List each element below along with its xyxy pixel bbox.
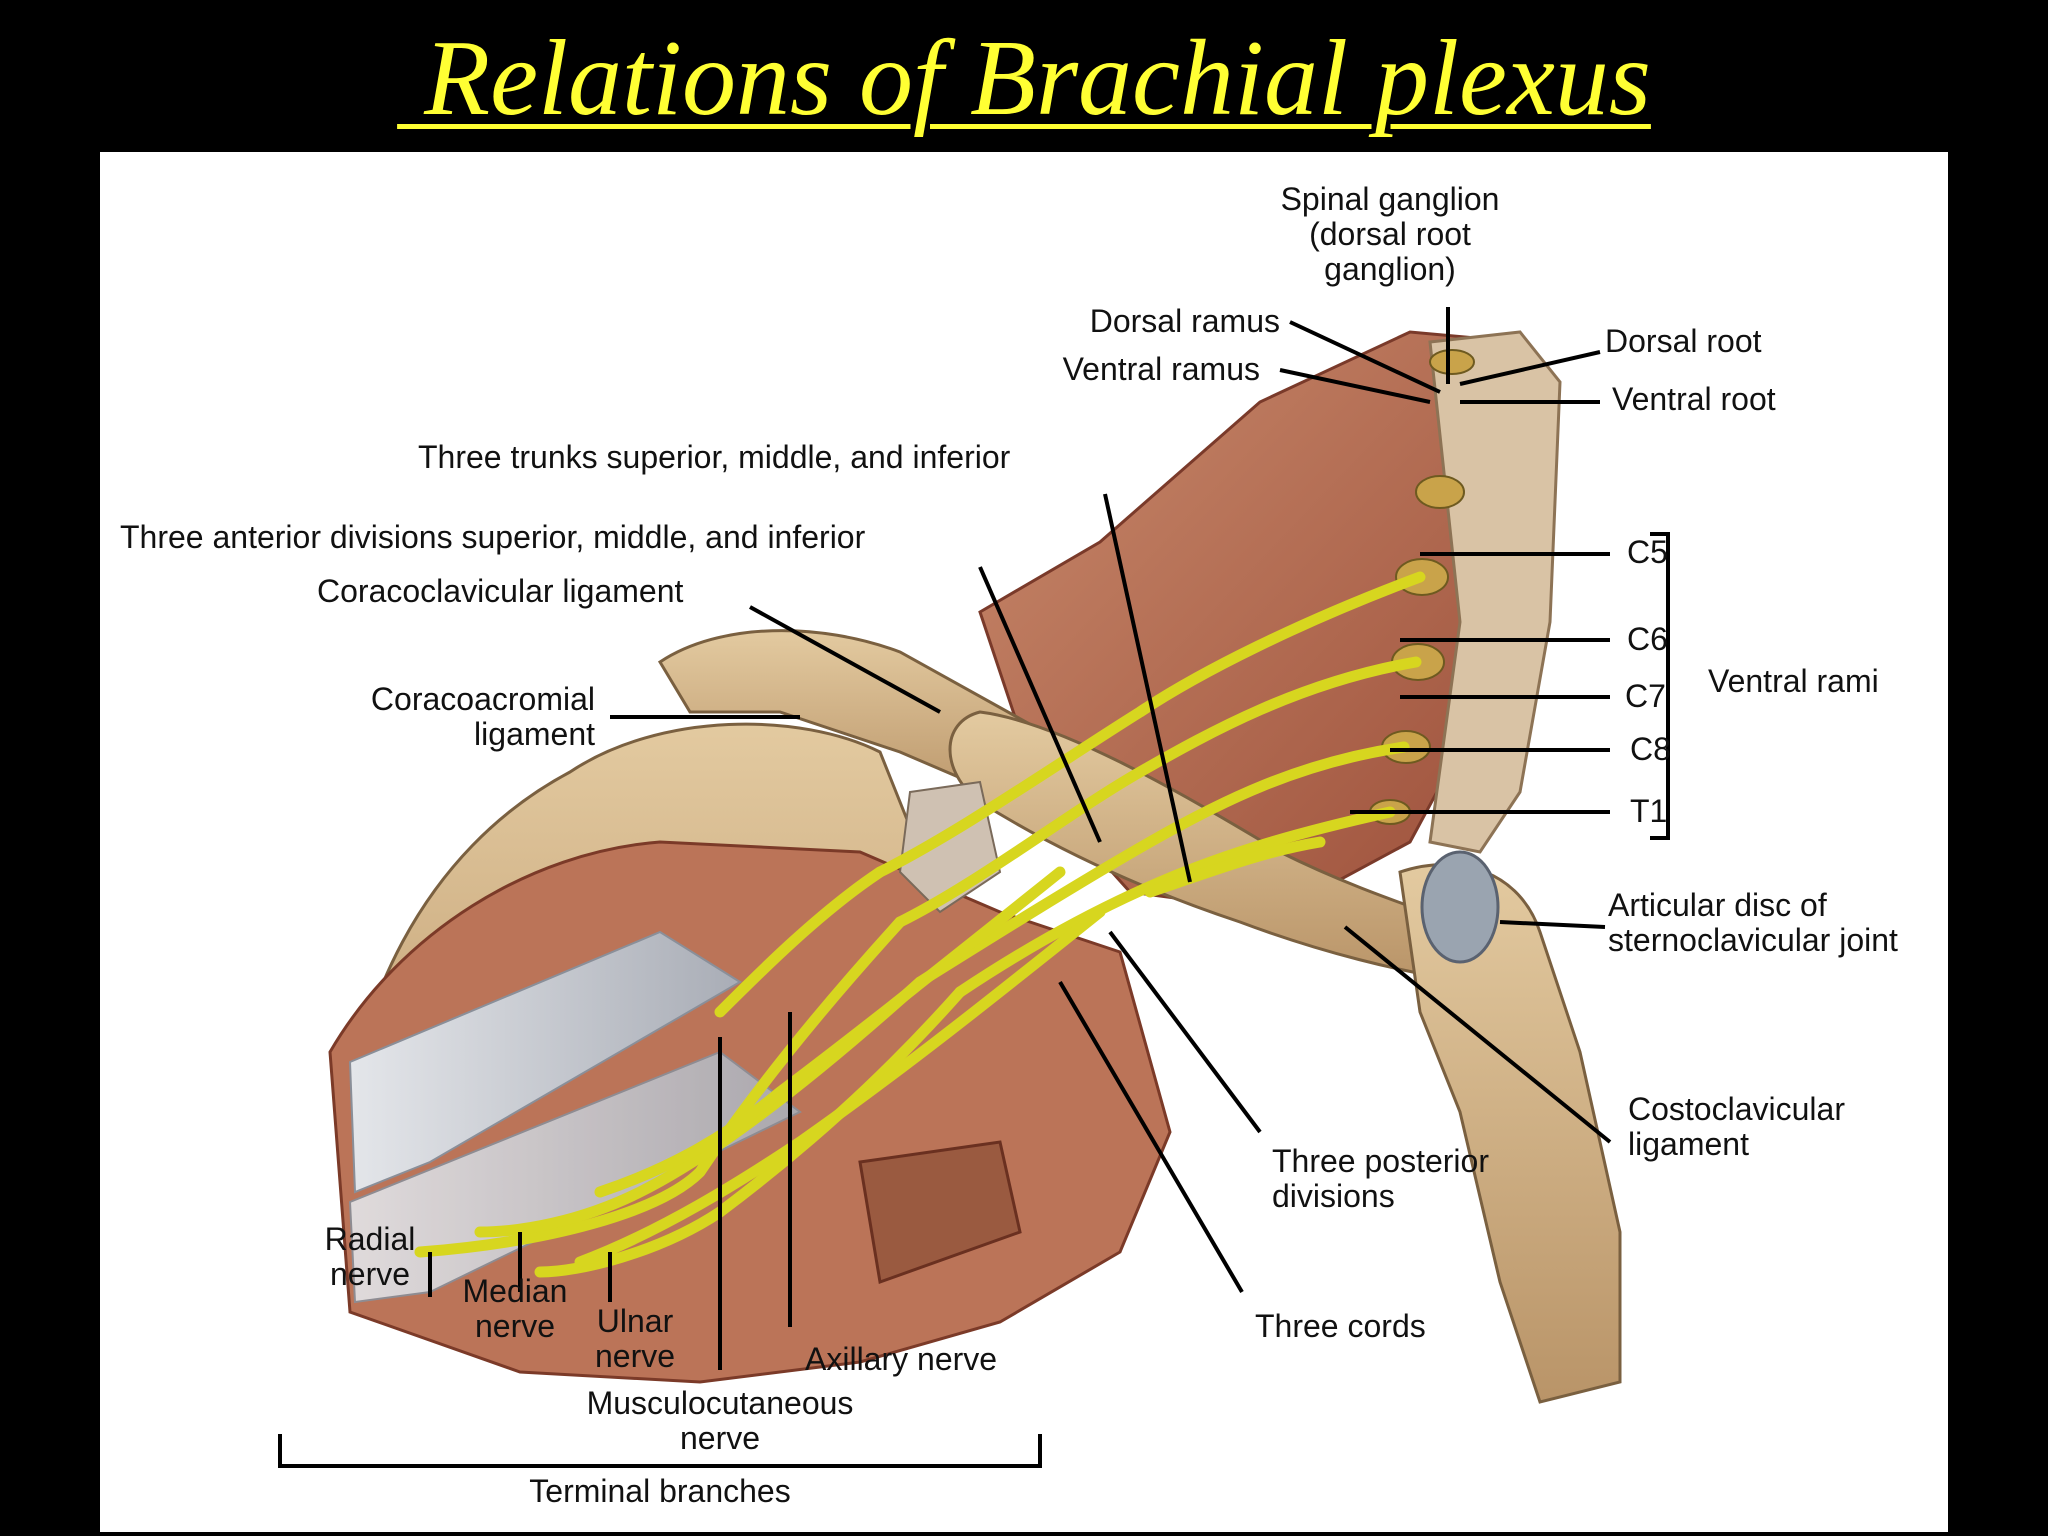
anatomy-figure: Spinal ganglion (dorsal root ganglion) D… [100,152,1948,1532]
label-musculocutaneous-line1: Musculocutaneous [586,1385,854,1421]
label-coracoacromial-line1: Coracoacromial [370,681,595,717]
label-t1: T1 [1630,793,1668,829]
label-median-line1: Median [462,1273,568,1309]
label-spinal-ganglion-line3: ganglion) [1324,251,1456,287]
label-spinal-ganglion-line2: (dorsal root [1309,216,1471,252]
label-radial-line2: nerve [329,1256,411,1292]
label-posterior-divisions-line2: divisions [1272,1178,1395,1214]
label-musculocutaneous-line2: nerve [679,1420,761,1456]
label-posterior-divisions-line1: Three posterior [1272,1143,1489,1179]
label-dorsal-ramus: Dorsal ramus [1089,303,1280,339]
label-c7: C7 [1625,678,1666,714]
label-three-cords: Three cords [1255,1308,1426,1344]
label-ventral-rami: Ventral rami [1708,663,1879,699]
label-dorsal-root: Dorsal root [1605,323,1762,359]
label-coracoacromial-line2: ligament [474,716,595,752]
label-spinal-ganglion-line1: Spinal ganglion [1280,181,1500,217]
label-ulnar-line1: Ulnar [596,1303,674,1339]
label-articular-disc-line1: Articular disc of [1608,887,1827,923]
label-c8: C8 [1630,731,1671,767]
articular-disc [1420,850,1500,964]
label-terminal-branches: Terminal branches [529,1473,791,1509]
label-costoclavicular-line1: Costoclavicular [1628,1091,1845,1127]
brachial-plexus-nerves [414,571,1426,1278]
label-ventral-ramus: Ventral ramus [1062,351,1260,387]
label-articular-disc-line2: sternoclavicular joint [1608,922,1898,958]
leader-lines [278,307,1670,1468]
label-costoclavicular-line2: ligament [1628,1126,1749,1162]
label-three-anterior-divisions: Three anterior divisions superior, middl… [120,519,866,555]
slide-title: Relations of Brachial plexus [397,19,1651,138]
label-three-trunks: Three trunks superior, middle, and infer… [418,439,1011,475]
label-median-line2: nerve [474,1308,556,1344]
label-c5: C5 [1627,534,1668,570]
lower-muscle-stub [858,1140,1022,1285]
label-ventral-root: Ventral root [1612,381,1776,417]
label-radial-line1: Radial [324,1221,416,1257]
brachial-plexus-illustration [278,307,1670,1468]
label-axillary-nerve: Axillary nerve [805,1341,998,1377]
arm-tendon [348,930,742,1194]
label-ulnar-line2: nerve [594,1338,676,1374]
label-c6: C6 [1627,621,1668,657]
label-coracoclavicular-ligament: Coracoclavicular ligament [317,573,684,609]
